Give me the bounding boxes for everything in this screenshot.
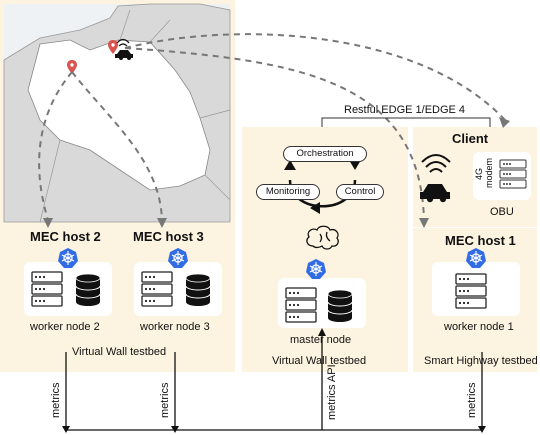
obu-label: OBU <box>490 206 514 218</box>
worker-node-2-box <box>24 262 112 316</box>
testbed-label-right: Smart Highway testbed <box>424 355 538 367</box>
car-icon-small <box>115 50 133 60</box>
brain-icon <box>306 225 339 250</box>
monitoring-pill: Monitoring <box>256 184 320 200</box>
testbed-label-center: Virtual Wall testbed <box>272 355 367 367</box>
pin-icon-1 <box>67 60 77 74</box>
modem-label: 4G modem <box>474 157 494 188</box>
client-title: Client <box>452 131 489 146</box>
testbed-label-left: Virtual Wall testbed <box>72 346 167 358</box>
control-pill: Control <box>336 184 384 200</box>
worker-node-3-box <box>134 262 222 316</box>
metrics-api-label: metrics API <box>326 364 338 420</box>
worker-node-1-box <box>432 262 520 316</box>
mec-host-1-title: MEC host 1 <box>445 233 516 248</box>
master-node-box <box>278 278 366 328</box>
worker-node-3-label: worker node 3 <box>140 321 210 333</box>
worker-node-2-label: worker node 2 <box>30 321 100 333</box>
metrics-label-1: metrics <box>50 382 62 418</box>
wifi-icon-small <box>116 38 130 47</box>
metrics-label-2: metrics <box>159 382 171 418</box>
master-node-label: master node <box>290 334 352 346</box>
mec-host-2-title: MEC host 2 <box>30 229 101 244</box>
edge-label: Restful EDGE 1/EDGE 4 <box>344 104 466 116</box>
worker-node-1-label: worker node 1 <box>444 321 514 333</box>
pin-icon-2 <box>108 40 118 54</box>
mec-host-3-title: MEC host 3 <box>133 229 204 244</box>
metrics-label-4: metrics <box>466 382 478 418</box>
orchestration-pill: Orchestration <box>283 146 367 162</box>
panel-master <box>242 127 408 372</box>
